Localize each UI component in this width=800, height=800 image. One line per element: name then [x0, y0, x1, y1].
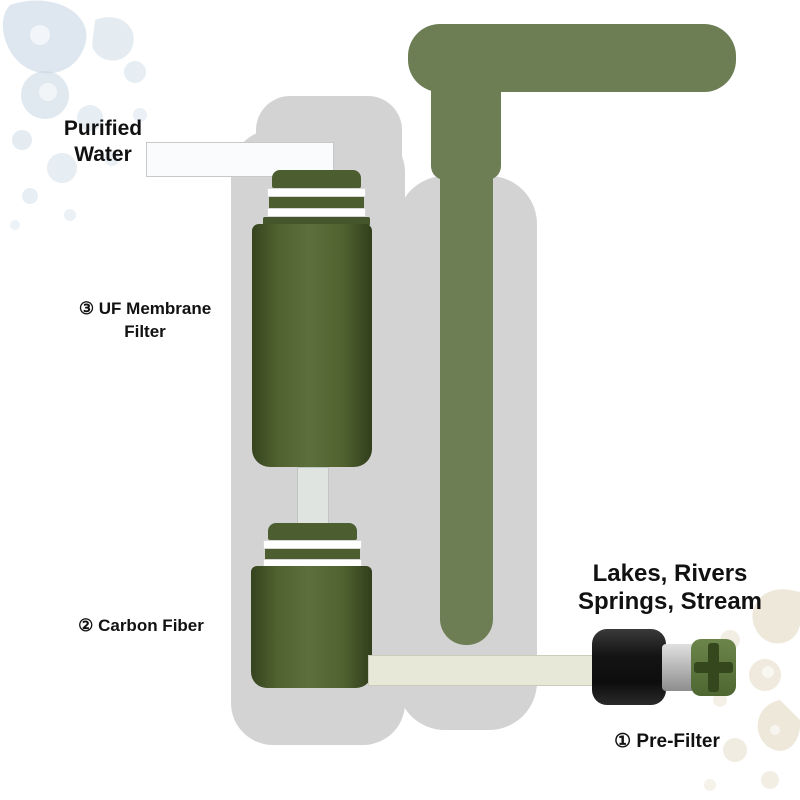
pre-filter-label-line1: ① Pre-Filter [614, 731, 720, 752]
pre-filter-foam [592, 629, 666, 705]
uf-filter-thread-ring [267, 208, 366, 217]
uf-filter-thread-ring [269, 197, 364, 208]
water-splash-top-left-icon [2, 0, 147, 230]
carbon-filter-thread-ring [263, 540, 362, 549]
purified-water-label-line1: Purified [63, 117, 143, 140]
filter-connector-tube [297, 467, 329, 529]
uf-filter-cap [272, 170, 361, 188]
uf-membrane-filter-label-line1: ③ UF Membrane [78, 299, 212, 318]
water-source-label-line2: Springs, Stream [577, 587, 763, 615]
pre-filter-valve-cross [694, 662, 733, 673]
pre-filter-label: ① Pre-Filter [592, 730, 742, 753]
water-source-label-line1: Lakes, Rivers [592, 560, 748, 587]
uf-filter-neck [263, 217, 370, 226]
purified-water-label-line2: Water [74, 142, 132, 166]
uf-filter-thread-ring [267, 188, 366, 197]
intake-tube [368, 655, 608, 686]
uf-membrane-filter-label: ③ UF Membrane Filter [58, 298, 232, 344]
carbon-filter-cap [268, 523, 357, 540]
pre-filter-collar [662, 644, 695, 691]
uf-membrane-filter-body [252, 224, 372, 467]
carbon-fiber-label: ② Carbon Fiber [56, 616, 226, 636]
water-source-label: Lakes, Rivers Springs, Stream [560, 560, 780, 615]
carbon-filter-thread-ring [265, 549, 360, 559]
uf-membrane-filter-label-line2: Filter [124, 321, 166, 341]
handle-bar [408, 24, 736, 92]
purified-water-label: Purified Water [36, 116, 170, 168]
handle-shaft [440, 58, 493, 645]
carbon-fiber-filter-body [251, 566, 372, 688]
carbon-fiber-label-line1: ② Carbon Fiber [78, 616, 204, 635]
